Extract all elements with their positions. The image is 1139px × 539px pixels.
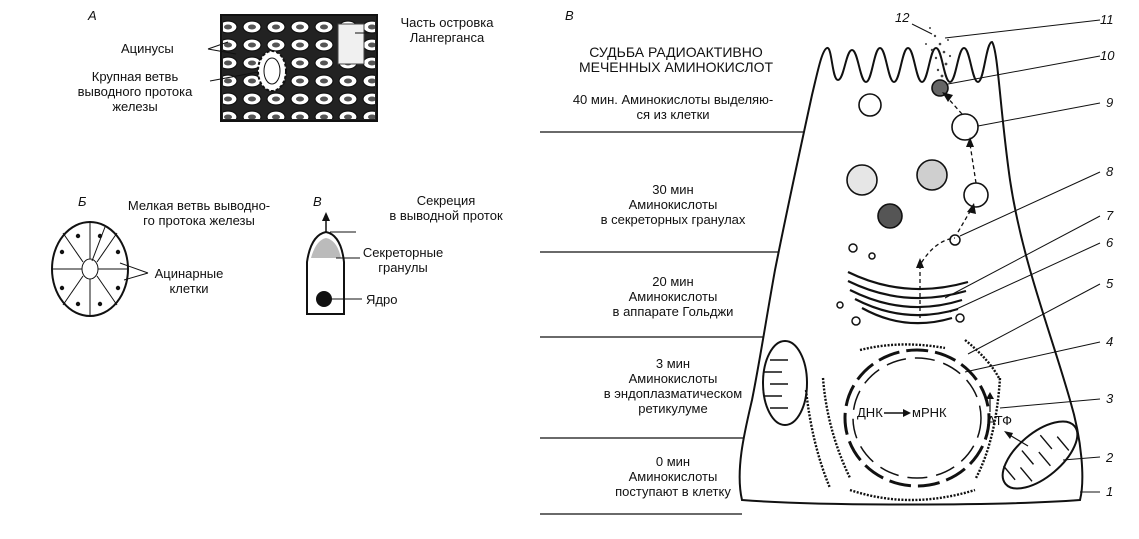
rough-er: [804, 339, 1002, 502]
panel-a-letter: А: [88, 8, 97, 23]
stage-3-line3: в эндоплазматическом: [603, 386, 743, 401]
stage-0-line1: 0 мин: [655, 454, 691, 469]
number-8: 8: [1106, 164, 1114, 179]
mitochondrion-left: [762, 340, 808, 426]
secretory-granules: [311, 238, 341, 258]
acinar-cells-label: Ацинарные клетки: [148, 266, 230, 296]
stage-0-line3: поступают в клетку: [615, 484, 731, 499]
small-duct-label: Мелкая ветвь выводно- го протока железы: [108, 198, 290, 228]
main-title: СУДЬБА РАДИОАКТИВНО МЕЧЕННЫХ АМИНОКИСЛОТ: [546, 45, 806, 75]
stage-3-min: 3 мин Аминокислоты в эндоплазматическом …: [540, 356, 806, 416]
main-title-line2: МЕЧЕННЫХ АМИНОКИСЛОТ: [578, 59, 774, 75]
main-cell: [738, 27, 1084, 506]
number-3: 3: [1106, 391, 1114, 406]
stage-30-min: 30 мин Аминокислоты в секреторных гранул…: [540, 182, 806, 227]
panel-a-tissue: [207, 14, 378, 122]
stage-40-line1: 40 мин. Аминокислоты выделяю-: [572, 92, 774, 107]
number-2: 2: [1106, 450, 1114, 465]
stage-30-line1: 30 мин: [652, 182, 694, 197]
stage-40-min: 40 мин. Аминокислоты выделяю- ся из клет…: [540, 92, 806, 122]
secretion-line2: в выводной проток: [389, 208, 503, 223]
pathway-arrowheads: [916, 92, 976, 268]
stage-20-line3: в аппарате Гольджи: [612, 304, 734, 319]
dna-label: ДНК: [857, 405, 883, 420]
nucleus: [316, 291, 332, 307]
small-duct-line2: го протока железы: [143, 213, 255, 228]
mitochondrion-right: [1001, 420, 1079, 490]
islet-label: Часть островка Лангерганса: [384, 15, 510, 45]
stage-30-line2: Аминокислоты: [628, 197, 718, 212]
secretion-line1: Секреция: [416, 193, 476, 208]
large-duct-line2: выводного протока: [77, 84, 193, 99]
leader-lines: [911, 19, 1101, 493]
panel-v-small-cell: [306, 212, 362, 315]
stage-30-line3: в секреторных гранулах: [600, 212, 746, 227]
stage-3-line1: 3 мин: [655, 356, 691, 371]
acinar-line2: клетки: [169, 281, 209, 296]
granules-line2: гранулы: [378, 260, 428, 275]
stage-0-line2: Аминокислоты: [628, 469, 718, 484]
secretion-cloud: [925, 27, 952, 78]
stage-3-line4: ретикулуме: [638, 401, 708, 416]
islet-of-langerhans: [337, 23, 365, 65]
number-9: 9: [1106, 95, 1114, 110]
secretion-label: Секреция в выводной проток: [370, 193, 522, 223]
large-duct-line1: Крупная ветвь: [91, 69, 179, 84]
number-10: 10: [1100, 48, 1115, 63]
nucleus-label: Ядро: [366, 292, 398, 307]
number-6: 6: [1106, 235, 1114, 250]
golgi-vesicles: [836, 234, 965, 326]
secretory-granules-main: [846, 79, 989, 229]
granules-label: Секреторные гранулы: [358, 245, 448, 275]
stage-separators: [540, 131, 806, 515]
number-1: 1: [1106, 484, 1114, 499]
granules-line1: Секреторные: [362, 245, 444, 260]
panel-v-small-letter: В: [313, 194, 322, 209]
islet-line2: Лангерганса: [409, 30, 485, 45]
acinar-line1: Ацинарные: [154, 266, 224, 281]
mrna-label: мРНК: [912, 405, 947, 420]
atp-label: АТФ: [987, 413, 1013, 428]
stage-20-line1: 20 мин: [652, 274, 694, 289]
panel-b-acinus: [51, 221, 149, 317]
number-11: 11: [1100, 12, 1114, 27]
large-duct-line3: железы: [112, 99, 158, 114]
golgi-apparatus: [847, 271, 969, 325]
panel-b-letter: Б: [78, 194, 87, 209]
cell-nucleus: [843, 348, 991, 488]
acini-label: Ацинусы: [121, 41, 174, 56]
cell-membrane: [738, 40, 1084, 506]
number-12: 12: [895, 10, 910, 25]
number-5: 5: [1106, 276, 1114, 291]
islet-line1: Часть островка: [400, 15, 494, 30]
stage-3-line2: Аминокислоты: [628, 371, 718, 386]
main-title-line1: СУДЬБА РАДИОАКТИВНО: [589, 44, 763, 60]
large-duct-label: Крупная ветвь выводного протока железы: [62, 69, 208, 114]
stage-20-min: 20 мин Аминокислоты в аппарате Гольджи: [540, 274, 806, 319]
stage-40-line2: ся из клетки: [636, 107, 710, 122]
panel-v-main-letter: В: [565, 8, 574, 23]
small-duct-line1: Мелкая ветвь выводно-: [127, 198, 271, 213]
stage-20-line2: Аминокислоты: [628, 289, 718, 304]
number-7: 7: [1106, 208, 1114, 223]
number-4: 4: [1106, 334, 1114, 349]
stage-0-min: 0 мин Аминокислоты поступают в клетку: [540, 454, 806, 499]
